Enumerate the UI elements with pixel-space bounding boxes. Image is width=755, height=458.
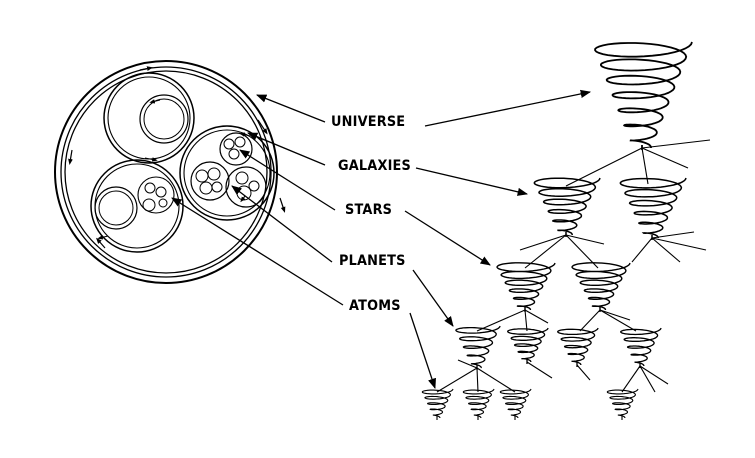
spiral-icon-9	[620, 327, 662, 366]
universe-outer-ring	[54, 60, 278, 284]
spiral-icon-11	[462, 388, 495, 418]
label-galaxies: GALAXIES	[338, 158, 411, 174]
galaxy-bottom-left	[90, 159, 184, 253]
spiral-icon-7	[507, 327, 549, 362]
label-pointer-lines-right	[404, 89, 592, 389]
label-atoms: ATOMS	[349, 298, 401, 314]
label-pointer-lines-left	[171, 94, 344, 306]
nested-circles-diagram	[54, 60, 286, 284]
spiral-icon-5	[571, 262, 631, 310]
spiral-icon-1	[594, 41, 693, 148]
spiral-icon-13	[606, 388, 639, 418]
spiral-icon-8	[557, 327, 599, 365]
universe-ring-3	[64, 70, 268, 274]
universe-ring-2	[60, 66, 272, 278]
spiral-icon-3	[619, 177, 687, 239]
label-stars: STARS	[345, 202, 393, 218]
spiral-icon-2	[533, 177, 601, 236]
galaxy-top-left	[103, 72, 195, 164]
spiral-icon-12	[499, 388, 532, 418]
spiral-icon-6	[455, 325, 501, 369]
spiral-tree-branches	[436, 139, 711, 393]
galaxy-right	[179, 125, 275, 221]
label-universe: UNIVERSE	[331, 114, 406, 130]
spiral-vortex-group	[421, 41, 693, 420]
spiral-icon-4	[496, 262, 556, 310]
spiral-icon-10	[421, 388, 454, 418]
label-planets: PLANETS	[339, 253, 406, 269]
